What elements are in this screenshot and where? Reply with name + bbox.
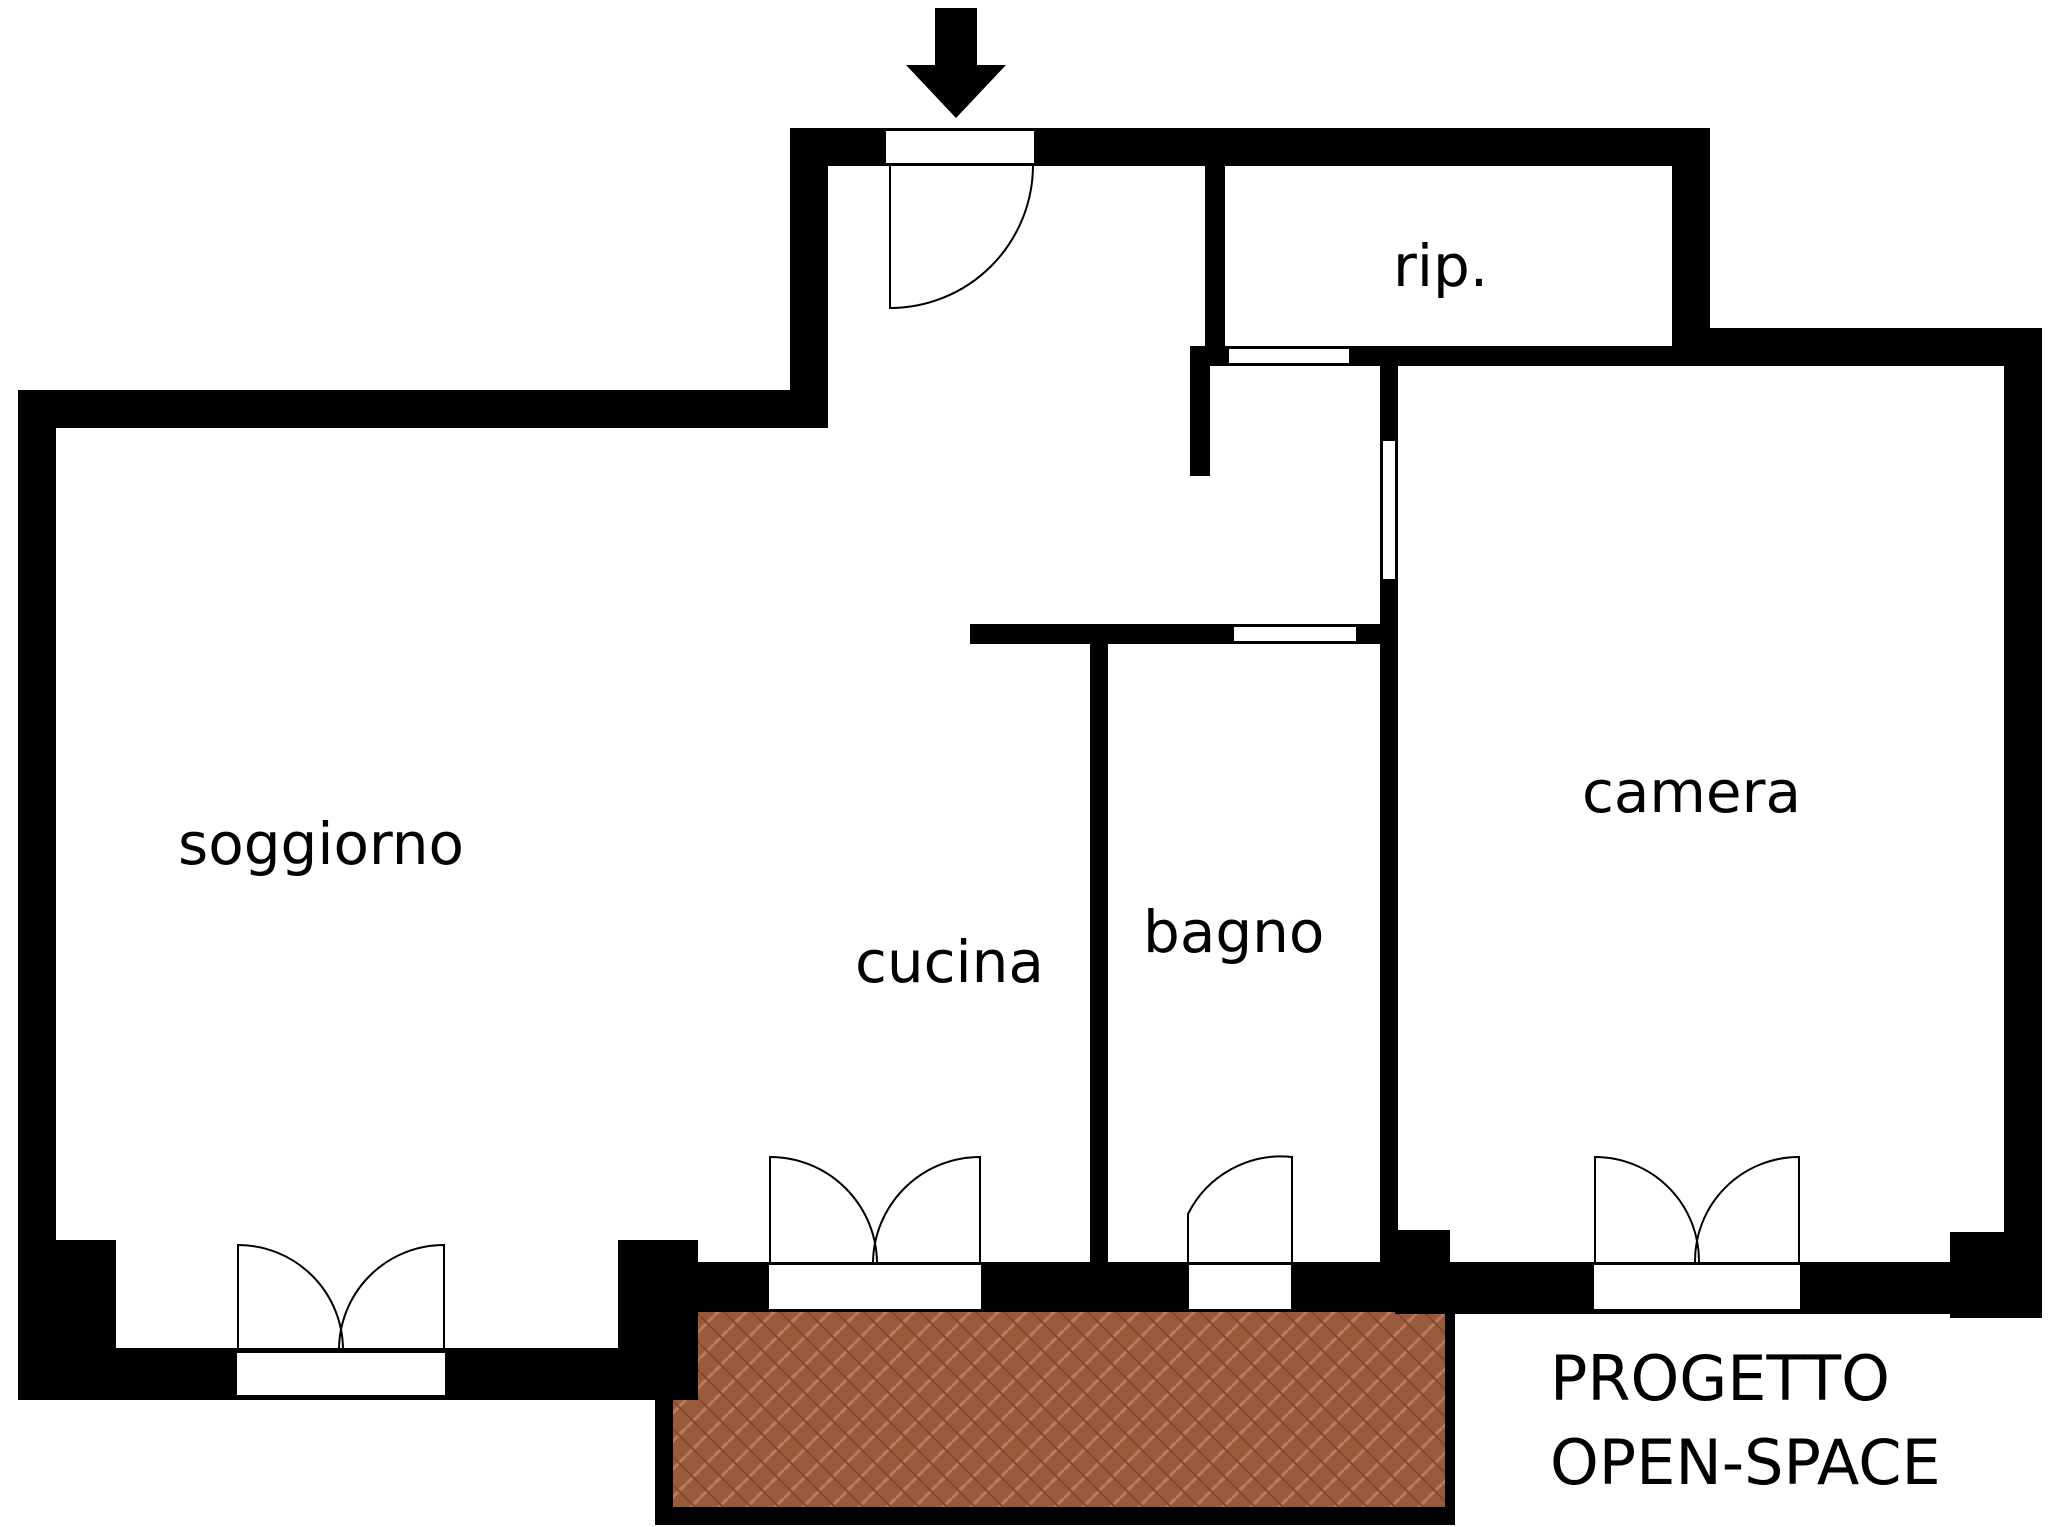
rip-door xyxy=(1227,347,1351,365)
terrace xyxy=(655,1310,1455,1525)
camera-door xyxy=(1381,439,1397,581)
entrance-door-frame xyxy=(884,129,1036,165)
bagno-door xyxy=(1232,625,1358,643)
room-label-bagno: bagno xyxy=(1143,898,1324,966)
room-label-cucina: cucina xyxy=(855,928,1044,996)
openings xyxy=(235,129,1802,1397)
project-label-line2: OPEN-SPACE xyxy=(1550,1426,1941,1499)
soggiorno-window xyxy=(235,1351,447,1397)
project-label-line1: PROGETTO xyxy=(1550,1342,1890,1415)
room-label-soggiorno: soggiorno xyxy=(178,810,464,878)
cucina-window xyxy=(767,1263,983,1311)
door-swings xyxy=(237,164,1800,1351)
room-label-ripostiglio: rip. xyxy=(1393,232,1488,300)
down-arrow-icon xyxy=(906,8,1006,118)
room-label-camera: camera xyxy=(1582,758,1801,826)
camera-window xyxy=(1592,1263,1802,1311)
bagno-window xyxy=(1187,1263,1293,1311)
